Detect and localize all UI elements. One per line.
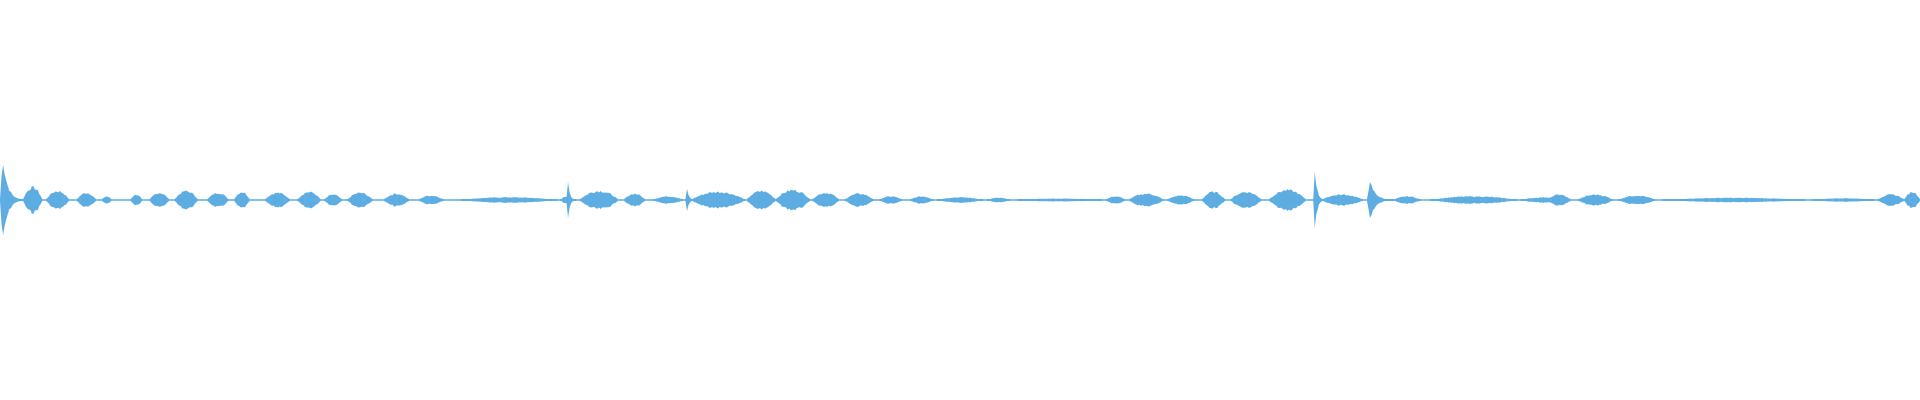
- waveform-segment: [1430, 196, 1517, 204]
- waveform-segment: [685, 189, 695, 211]
- waveform-segment: [1393, 196, 1421, 204]
- waveform-segment: [1547, 194, 1571, 206]
- waveform-segment: [812, 193, 839, 207]
- waveform-segment: [986, 197, 1010, 203]
- waveform-segment: [910, 196, 934, 204]
- waveform-segment: [1167, 195, 1195, 205]
- waveform-segment: [23, 186, 43, 214]
- waveform-segment: [1618, 195, 1655, 205]
- waveform-segment: [149, 193, 169, 207]
- waveform-segment: [1578, 194, 1613, 206]
- waveform-segment: [384, 193, 409, 207]
- waveform-segment: [130, 194, 143, 206]
- waveform-segment: [297, 191, 321, 209]
- waveform-segment: [1812, 198, 1874, 202]
- waveform-segment: [324, 194, 342, 206]
- waveform-segment: [1129, 193, 1164, 207]
- waveform-segment: [1230, 191, 1262, 209]
- waveform-segment: [101, 196, 112, 204]
- waveform-segment: [937, 197, 983, 203]
- waveform-segment: [174, 190, 198, 210]
- waveform-segment: [879, 196, 903, 204]
- waveform-segment: [1367, 182, 1394, 218]
- waveform-segment: [0, 165, 23, 235]
- waveform-segment: [1017, 198, 1103, 202]
- waveform-segment: [460, 197, 557, 203]
- waveform-segment: [775, 189, 811, 211]
- waveform-segment: [234, 192, 250, 208]
- waveform-envelope-group: [0, 165, 1920, 235]
- waveform-segment: [579, 191, 619, 209]
- waveform-segment: [1313, 171, 1325, 229]
- waveform-segment: [347, 192, 373, 208]
- waveform-segment: [418, 195, 444, 205]
- waveform-segment: [1201, 191, 1225, 209]
- waveform-segment: [624, 193, 646, 207]
- waveform-segment: [1662, 197, 1805, 203]
- waveform-segment: [1105, 196, 1126, 204]
- waveform-segment: [207, 193, 229, 207]
- waveform-segment: [746, 190, 776, 210]
- waveform-segment: [691, 191, 745, 209]
- waveform-segment: [1877, 194, 1905, 206]
- waveform-segment: [1904, 191, 1920, 209]
- waveform-segment: [1269, 189, 1306, 211]
- waveform-segment: [844, 193, 874, 207]
- waveform-segment: [1321, 194, 1364, 206]
- waveform-segment: [46, 190, 70, 210]
- waveform-segment: [265, 192, 290, 208]
- waveform-segment: [652, 196, 684, 204]
- waveform-segment: [76, 193, 96, 207]
- waveform-segment: [566, 181, 576, 219]
